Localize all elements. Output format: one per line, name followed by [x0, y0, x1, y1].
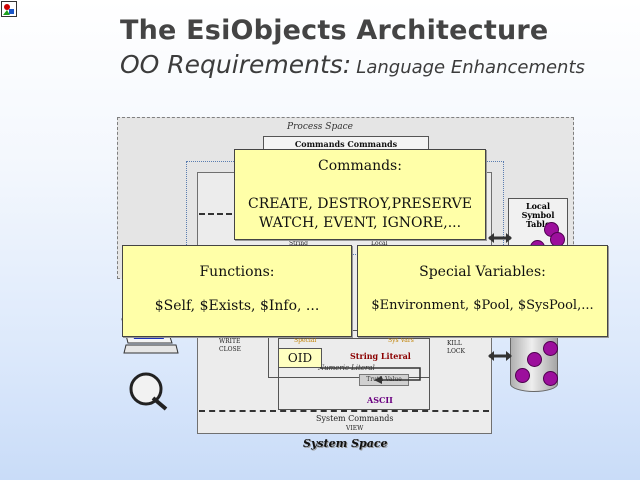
special-variables-heading: Special Variables: [419, 264, 546, 280]
arrow-icon [488, 351, 512, 361]
functions-body: $Self, $Exists, $Info, ... [154, 298, 320, 314]
inner-box [278, 338, 430, 410]
subtitle-sub: Language Enhancements [356, 57, 585, 78]
functions-callout: Functions: $Self, $Exists, $Info, ... [122, 245, 352, 337]
db-node [515, 368, 530, 383]
special-variables-callout: Special Variables: $Environment, $Pool, … [357, 245, 608, 337]
db-node [527, 352, 542, 367]
divider-dash [199, 410, 489, 412]
app-logo-icon [1, 1, 17, 17]
string-label: String [289, 240, 309, 247]
subtitle-main: OO Requirements: [120, 50, 352, 79]
q-shape-icon [129, 372, 168, 411]
functions-heading: Functions: [199, 264, 275, 280]
arrow-icon [320, 367, 421, 384]
local-label: Local [371, 240, 388, 247]
oid-box: OID [278, 348, 322, 368]
db-node [543, 341, 558, 356]
process-space-label: Process Space [287, 122, 353, 132]
commands-line-1: CREATE, DESTROY,PRESERVE [248, 196, 472, 212]
db-node [543, 371, 558, 386]
slide-title: The EsiObjects Architecture [120, 15, 549, 46]
system-space-label: System Space [303, 437, 388, 450]
system-commands-label: System Commands [316, 414, 394, 423]
special-variables-body: $Environment, $Pool, $SysPool,... [371, 298, 594, 313]
commands-heading: Commands: [318, 158, 402, 174]
special-label: Special [294, 337, 317, 344]
write-close-label: WRITE CLOSE [219, 338, 241, 353]
kill-lock-label: KILL LOCK [447, 340, 465, 355]
sysvars-label: Sys Vars [388, 337, 414, 344]
divider-dash [199, 213, 241, 215]
view-label: VIEW [346, 425, 364, 432]
commands-callout: Commands: CREATE, DESTROY,PRESERVE WATCH… [234, 149, 486, 240]
ascii-label: ASCII [367, 395, 393, 405]
string-literal-label: String Literal [350, 351, 411, 361]
commands-line-2: WATCH, EVENT, IGNORE,... [258, 215, 462, 231]
slide-subtitle: OO Requirements: Language Enhancements [120, 50, 585, 79]
arrow-icon [488, 233, 512, 243]
